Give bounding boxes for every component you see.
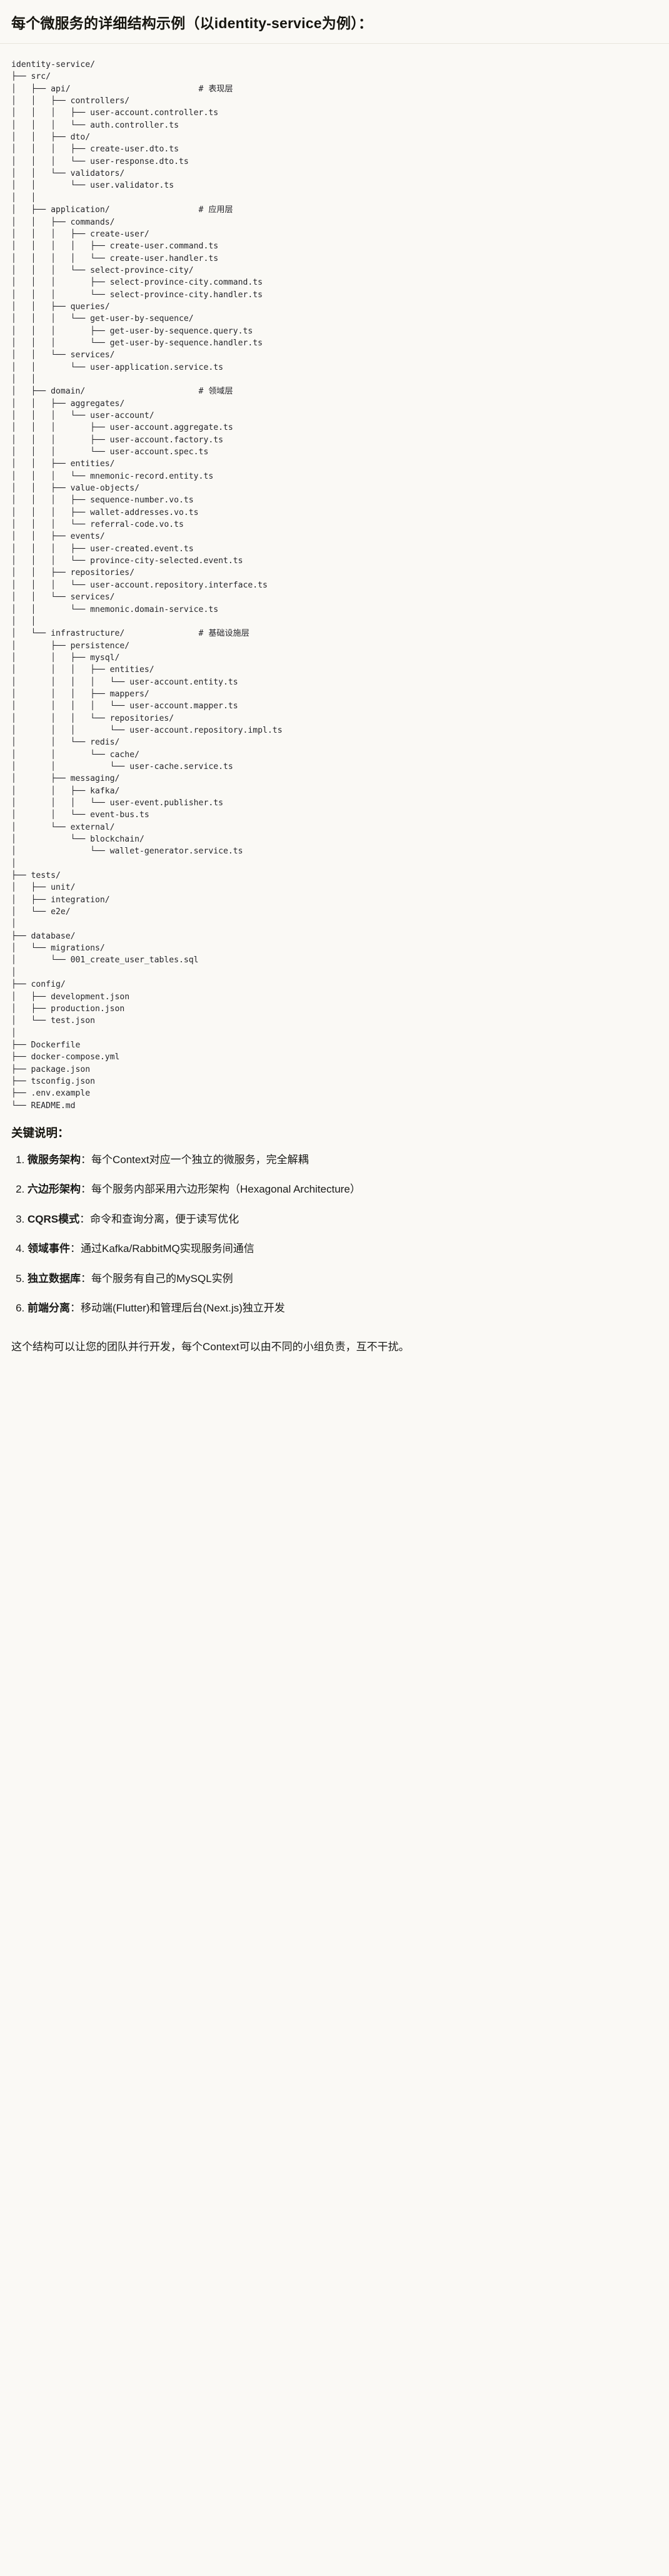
directory-tree: identity-service/ ├── src/ │ ├── api/ # … <box>11 60 283 1111</box>
key-note-term: 独立数据库 <box>28 1272 81 1285</box>
key-note-term: 六边形架构 <box>28 1183 81 1196</box>
key-note-separator: ： <box>81 1272 91 1285</box>
key-note-separator: ： <box>81 1153 91 1166</box>
key-note-description: 命令和查询分离，便于读写优化 <box>90 1213 239 1225</box>
page-title: 每个微服务的详细结构示例（以identity-service为例）： <box>11 15 373 31</box>
page-heading-section: 每个微服务的详细结构示例（以identity-service为例）： <box>0 0 669 44</box>
key-notes-list: 微服务架构：每个Context对应一个独立的微服务，完全解耦 六边形架构：每个服… <box>11 1152 658 1316</box>
key-note-term: 微服务架构 <box>28 1153 81 1166</box>
key-note-description: 移动端(Flutter)和管理后台(Next.js)独立开发 <box>81 1302 285 1315</box>
directory-tree-block: identity-service/ ├── src/ │ ├── api/ # … <box>0 44 669 1121</box>
key-note-term: 领域事件 <box>28 1243 70 1255</box>
list-item: 独立数据库：每个服务有自己的MySQL实例 <box>28 1271 658 1287</box>
key-notes-section: 关键说明： 微服务架构：每个Context对应一个独立的微服务，完全解耦 六边形… <box>0 1121 669 1329</box>
document-page: 每个微服务的详细结构示例（以identity-service为例）： ident… <box>0 0 669 1374</box>
list-item: 前端分离：移动端(Flutter)和管理后台(Next.js)独立开发 <box>28 1300 658 1316</box>
list-item: 微服务架构：每个Context对应一个独立的微服务，完全解耦 <box>28 1152 658 1168</box>
key-note-description: 通过Kafka/RabbitMQ实现服务间通信 <box>81 1243 254 1255</box>
list-item: 领域事件：通过Kafka/RabbitMQ实现服务间通信 <box>28 1241 658 1257</box>
key-note-description: 每个服务内部采用六边形架构（Hexagonal Architecture） <box>91 1183 361 1196</box>
key-note-description: 每个Context对应一个独立的微服务，完全解耦 <box>91 1153 309 1166</box>
list-item: CQRS模式：命令和查询分离，便于读写优化 <box>28 1211 658 1228</box>
key-note-term: 前端分离 <box>28 1302 70 1315</box>
key-note-description: 每个服务有自己的MySQL实例 <box>91 1272 233 1285</box>
key-note-separator: ： <box>70 1302 81 1315</box>
list-item: 六边形架构：每个服务内部采用六边形架构（Hexagonal Architectu… <box>28 1181 658 1198</box>
key-note-separator: ： <box>81 1183 91 1196</box>
key-note-separator: ： <box>70 1243 81 1255</box>
key-note-term: CQRS模式 <box>28 1213 80 1225</box>
key-note-separator: ： <box>79 1213 91 1225</box>
closing-paragraph: 这个结构可以让您的团队并行开发，每个Context可以由不同的小组负责，互不干扰… <box>11 1340 410 1353</box>
key-notes-title: 关键说明： <box>11 1126 69 1139</box>
